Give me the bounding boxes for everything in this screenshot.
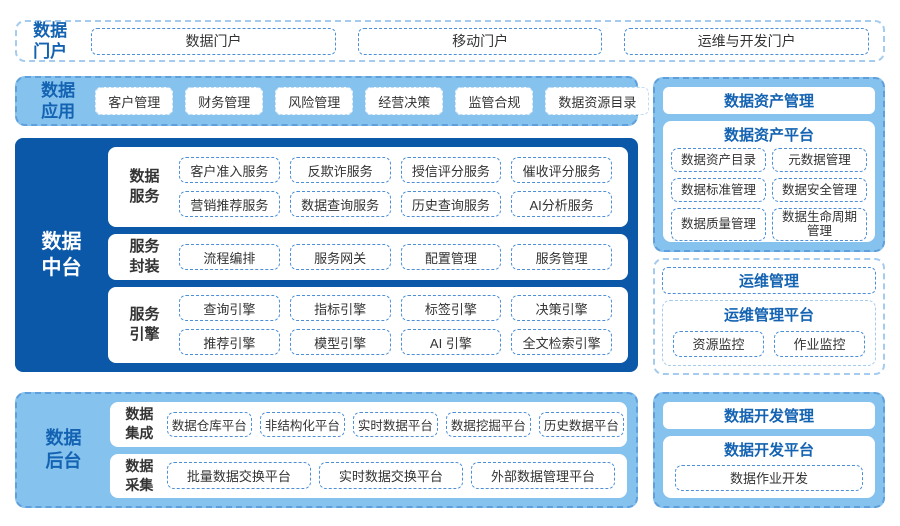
ops-management-title: 运维管理 (662, 267, 876, 294)
data-apps-label: 数据应用 (41, 80, 76, 121)
ops-item: 作业监控 (774, 330, 865, 357)
data-dev-platform-items: 数据作业开发 (675, 464, 863, 491)
service-engine-item: 决策引擎 (511, 295, 612, 321)
data-integration-item: 数据挖掘平台 (445, 411, 531, 437)
data-app-item: 数据资源目录 (545, 87, 650, 115)
data-collection-items: 批量数据交换平台实时数据交换平台外部数据管理平台 (166, 462, 615, 490)
service-engine-item: 查询引擎 (179, 295, 280, 321)
data-asset-item: 数据生命周期管理 (772, 208, 867, 241)
data-asset-item: 数据安全管理 (772, 178, 867, 202)
data-asset-management-title: 数据资产管理 (663, 87, 875, 114)
data-integration-item: 历史数据平台 (538, 411, 624, 437)
data-integration-item: 非结构化平台 (259, 411, 345, 437)
service-engine-item: 全文检索引擎 (511, 329, 612, 355)
data-asset-item: 数据标准管理 (671, 178, 766, 202)
data-collection-panel: 数据采集 批量数据交换平台实时数据交换平台外部数据管理平台 (110, 453, 627, 498)
data-backend-label: 数据后台 (45, 427, 82, 471)
data-dev-management-title: 数据开发管理 (663, 402, 875, 429)
data-service-item: 数据查询服务 (289, 191, 391, 217)
service-engine-item: 模型引擎 (289, 329, 391, 355)
data-integration-items: 数据仓库平台非结构化平台实时数据平台数据挖掘平台历史数据平台 (166, 411, 624, 437)
data-services-label: 数据服务 (129, 167, 160, 205)
data-asset-platform-panel: 数据资产平台 数据资产目录元数据管理数据标准管理数据安全管理数据质量管理数据生命… (663, 121, 875, 242)
data-asset-management-section: 数据资产管理 数据资产平台 数据资产目录元数据管理数据标准管理数据安全管理数据质… (653, 77, 885, 252)
data-service-item: 客户准入服务 (179, 157, 280, 183)
ops-item: 资源监控 (673, 330, 764, 357)
data-asset-item: 数据质量管理 (671, 208, 766, 241)
data-asset-item: 数据资产目录 (671, 148, 766, 172)
data-app-item: 监管合规 (455, 87, 534, 115)
data-middle-platform-content: 数据服务 客户准入服务反欺诈服务授信评分服务催收评分服务营销推荐服务数据查询服务… (108, 147, 628, 363)
portal-item: 运维与开发门户 (624, 27, 869, 55)
service-packaging-item: 服务网关 (289, 244, 391, 270)
data-collection-item: 批量数据交换平台 (166, 462, 311, 490)
data-asset-platform-title: 数据资产平台 (723, 127, 814, 144)
data-service-item: 反欺诈服务 (289, 157, 391, 183)
data-collection-label: 数据采集 (125, 457, 154, 493)
service-engines-label: 服务引擎 (129, 305, 160, 343)
ops-platform-items: 资源监控作业监控 (673, 329, 865, 358)
service-engine-item: 标签引擎 (400, 295, 502, 321)
ops-management-section: 运维管理 运维管理平台 资源监控作业监控 (653, 258, 885, 375)
data-apps-layer: 数据应用 客户管理财务管理风险管理经营决策监管合规数据资源目录 (15, 76, 650, 126)
data-apps-items: 客户管理财务管理风险管理经营决策监管合规数据资源目录 (95, 87, 650, 115)
portal-item: 移动门户 (357, 27, 603, 55)
data-integration-label: 数据集成 (125, 406, 154, 442)
data-app-item: 风险管理 (275, 87, 354, 115)
service-packaging-items: 流程编排服务网关配置管理服务管理 (179, 244, 612, 270)
ops-platform-panel: 运维管理平台 资源监控作业监控 (662, 300, 876, 366)
service-engine-item: 推荐引擎 (179, 329, 280, 355)
data-service-item: 历史查询服务 (400, 191, 502, 217)
data-middle-platform-label: 数据中台 (41, 231, 82, 279)
data-middle-platform: 数据中台 数据服务 客户准入服务反欺诈服务授信评分服务催收评分服务营销推荐服务数… (15, 138, 638, 372)
data-dev-platform-panel: 数据开发平台 数据作业开发 (663, 436, 875, 498)
data-service-item: AI分析服务 (511, 191, 612, 217)
service-engines-items: 查询引擎指标引擎标签引擎决策引擎推荐引擎模型引擎 AI 引擎全文检索引擎 (179, 295, 612, 355)
service-packaging-label: 服务封装 (129, 237, 160, 275)
data-asset-item: 元数据管理 (772, 148, 867, 172)
data-dev-platform-title: 数据开发平台 (723, 442, 814, 459)
data-collection-item: 外部数据管理平台 (470, 462, 615, 490)
data-app-item: 客户管理 (95, 87, 174, 115)
data-integration-item: 数据仓库平台 (166, 411, 252, 437)
service-engine-item: 指标引擎 (289, 295, 391, 321)
data-services-items: 客户准入服务反欺诈服务授信评分服务催收评分服务营销推荐服务数据查询服务历史查询服… (179, 157, 612, 217)
service-engines-panel: 服务引擎 查询引擎指标引擎标签引擎决策引擎推荐引擎模型引擎 AI 引擎全文检索引擎 (108, 287, 628, 363)
data-app-item: 经营决策 (365, 87, 444, 115)
data-app-item: 财务管理 (185, 87, 264, 115)
data-backend-content: 数据集成 数据仓库平台非结构化平台实时数据平台数据挖掘平台历史数据平台 数据采集… (110, 402, 627, 498)
service-packaging-panel: 服务封装 流程编排服务网关配置管理服务管理 (108, 234, 628, 280)
data-dev-management-section: 数据开发管理 数据开发平台 数据作业开发 (653, 392, 885, 508)
portal-layer-label: 数据门户 (33, 20, 68, 61)
data-collection-item: 实时数据交换平台 (318, 462, 463, 490)
data-service-item: 催收评分服务 (511, 157, 612, 183)
data-integration-item: 实时数据平台 (352, 411, 438, 437)
service-engine-item: AI 引擎 (400, 329, 502, 355)
data-services-panel: 数据服务 客户准入服务反欺诈服务授信评分服务催收评分服务营销推荐服务数据查询服务… (108, 147, 628, 227)
service-packaging-item: 配置管理 (400, 244, 502, 270)
portal-layer: 数据门户 数据门户移动门户运维与开发门户 (15, 20, 885, 62)
ops-platform-title: 运维管理平台 (723, 307, 814, 324)
data-service-item: 授信评分服务 (400, 157, 502, 183)
data-integration-panel: 数据集成 数据仓库平台非结构化平台实时数据平台数据挖掘平台历史数据平台 (110, 402, 627, 447)
data-backend-layer: 数据后台 数据集成 数据仓库平台非结构化平台实时数据平台数据挖掘平台历史数据平台… (15, 392, 638, 508)
service-packaging-item: 服务管理 (511, 244, 612, 270)
service-packaging-item: 流程编排 (179, 244, 280, 270)
portal-item: 数据门户 (91, 27, 336, 55)
data-dev-item: 数据作业开发 (675, 464, 863, 491)
data-service-item: 营销推荐服务 (179, 191, 280, 217)
portal-items: 数据门户移动门户运维与开发门户 (91, 27, 869, 55)
data-asset-platform-items: 数据资产目录元数据管理数据标准管理数据安全管理数据质量管理数据生命周期管理 (671, 148, 867, 241)
